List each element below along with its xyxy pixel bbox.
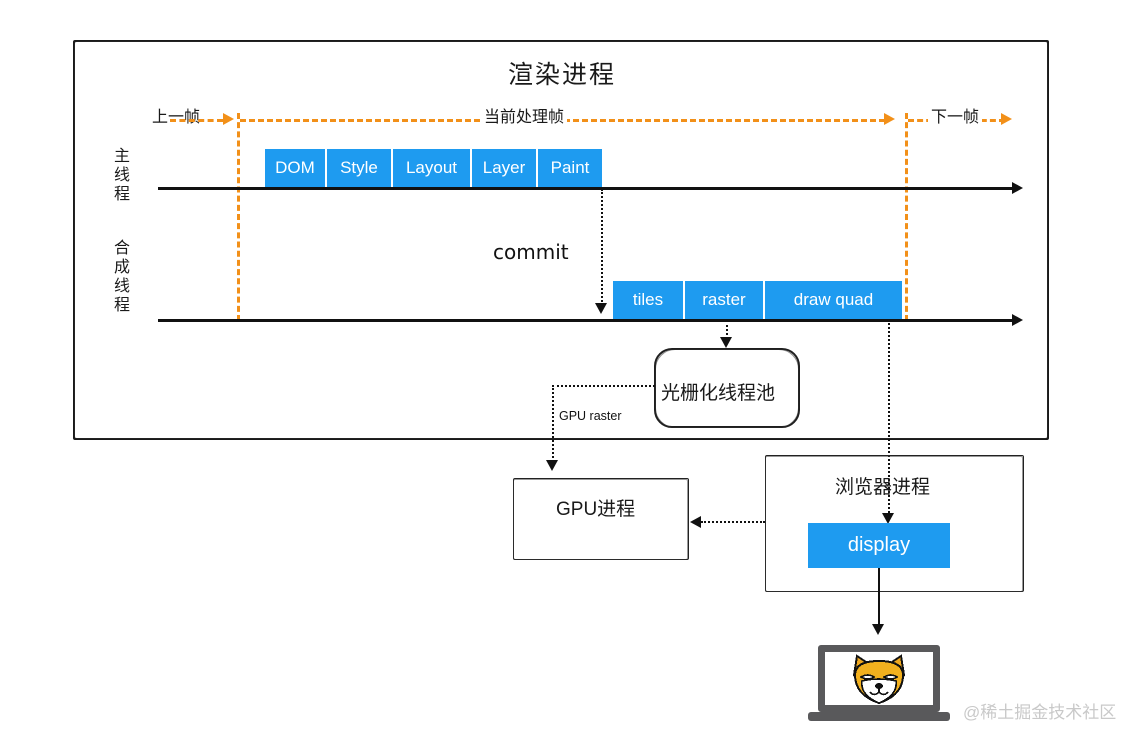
commit-connector	[601, 189, 603, 305]
next-frame-label: 下一帧	[928, 103, 983, 127]
previous-frame-dash	[170, 119, 223, 122]
compositor-phase-group: tiles raster draw quad	[613, 281, 902, 319]
gpu-raster-path-horizontal	[552, 385, 655, 387]
phase-draw-quad[interactable]: draw quad	[765, 281, 902, 319]
main-thread-timeline	[158, 187, 1014, 190]
next-frame-arrowhead	[1001, 113, 1012, 125]
gpu-process-box	[513, 478, 689, 560]
raster-to-pool-arrowhead	[720, 337, 732, 348]
raster-to-pool-connector	[726, 320, 728, 339]
browser-to-gpu-connector	[701, 521, 765, 523]
compositor-thread-timeline	[158, 319, 1014, 322]
main-thread-char-2: 线	[113, 166, 130, 184]
current-frame-label: 当前处理帧	[481, 103, 568, 127]
laptop-base	[808, 712, 950, 721]
commit-arrowhead	[595, 303, 607, 314]
frame-boundary-start	[237, 113, 240, 321]
watermark: @稀土掘金技术社区	[963, 703, 1117, 722]
compositor-thread-char-4: 程	[113, 296, 130, 314]
compositor-thread-timeline-arrowhead	[1012, 314, 1023, 326]
renderer-process-title: 渲染进程	[508, 61, 617, 89]
phase-raster[interactable]: raster	[685, 281, 765, 319]
phase-dom[interactable]: DOM	[265, 149, 327, 187]
main-thread-char-3: 程	[113, 185, 130, 203]
gpu-raster-arrowhead	[546, 460, 558, 471]
main-thread-label: 主 线 程	[112, 148, 132, 205]
gpu-raster-label: GPU raster	[559, 409, 622, 423]
previous-frame-label: 上一帧	[152, 109, 201, 126]
laptop-icon	[808, 645, 950, 725]
phase-paint[interactable]: Paint	[538, 149, 602, 187]
main-thread-timeline-arrowhead	[1012, 182, 1023, 194]
gpu-raster-path-vertical	[552, 385, 554, 462]
phase-layout[interactable]: Layout	[393, 149, 472, 187]
raster-thread-pool-label: 光栅化线程池	[661, 383, 776, 404]
renderer-process-box	[73, 40, 1049, 440]
draw-quad-to-display-connector	[888, 320, 890, 516]
display-to-device-arrowhead	[872, 624, 884, 635]
current-frame-arrowhead	[884, 113, 895, 125]
main-thread-phase-group: DOM Style Layout Layer Paint	[265, 149, 602, 187]
draw-quad-to-display-arrowhead	[882, 513, 894, 524]
compositor-thread-char-2: 成	[113, 258, 130, 276]
compositor-thread-char-3: 线	[113, 277, 130, 295]
browser-to-gpu-arrowhead	[690, 516, 701, 528]
compositor-thread-char-1: 合	[113, 240, 130, 257]
shiba-dog-icon	[846, 653, 912, 708]
phase-layer[interactable]: Layer	[472, 149, 538, 187]
raster-thread-pool-box	[654, 348, 800, 428]
frame-boundary-end	[905, 113, 908, 321]
gpu-process-title: GPU进程	[556, 499, 636, 520]
compositor-thread-label: 合 成 线 程	[112, 240, 132, 316]
display-to-device-connector	[878, 568, 880, 630]
phase-tiles[interactable]: tiles	[613, 281, 685, 319]
phase-style[interactable]: Style	[327, 149, 393, 187]
browser-process-title: 浏览器进程	[835, 477, 931, 498]
commit-label: commit	[493, 240, 569, 264]
previous-frame-arrowhead	[223, 113, 234, 125]
main-thread-char-1: 主	[113, 148, 130, 165]
browser-process-box	[765, 455, 1024, 592]
display-block[interactable]: display	[808, 523, 950, 568]
